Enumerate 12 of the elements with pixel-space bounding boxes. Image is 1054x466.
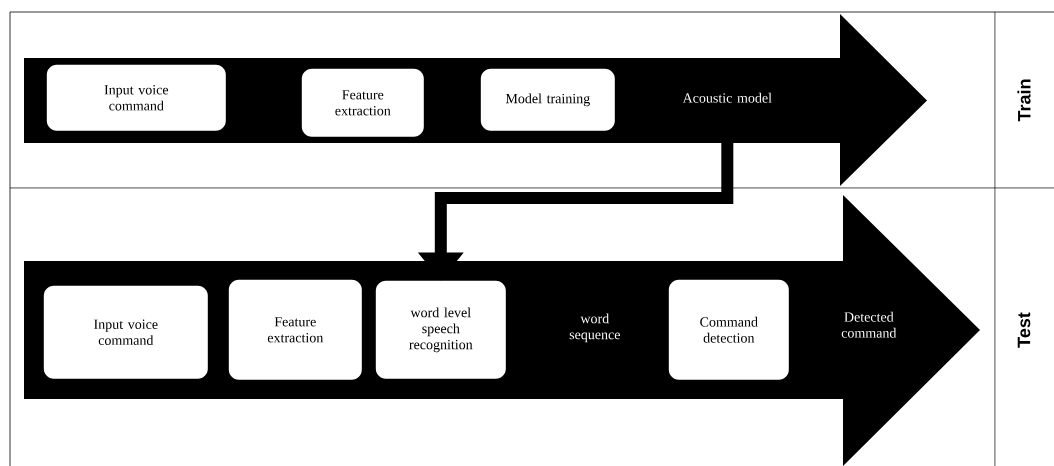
process-box: Feature extraction — [228, 279, 362, 380]
process-box: Feature extraction — [301, 68, 424, 137]
section-label: Train — [1017, 79, 1031, 122]
process-box: Command detection — [668, 279, 789, 380]
process-box: word level speech recognition — [375, 280, 506, 379]
process-box: Input voice command — [43, 285, 208, 379]
process-box: Model training — [480, 68, 615, 131]
section-label: Test — [1017, 312, 1031, 348]
process-box: Input voice command — [46, 64, 226, 131]
output-text: Detected command — [841, 311, 897, 338]
output-text: word sequence — [569, 313, 620, 343]
output-text: Acoustic model — [682, 92, 772, 103]
